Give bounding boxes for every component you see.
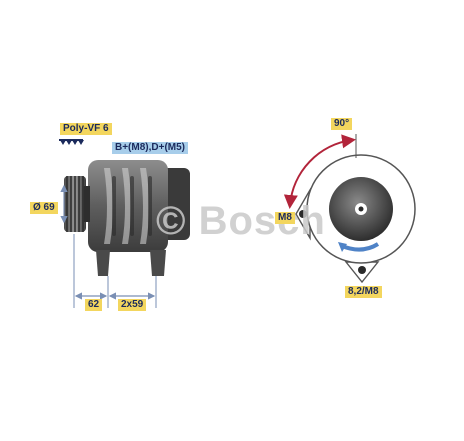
terminals-label: B+(M8),D+(M5) <box>112 142 189 154</box>
angle-arc <box>283 134 356 209</box>
pulley-diameter-label: Ø 69 <box>30 202 58 214</box>
mount-thread-label: M8 <box>275 212 295 224</box>
belt-profile-icon <box>59 139 84 145</box>
extension-lines <box>73 234 157 308</box>
alternator-side-view <box>64 160 190 276</box>
cooling-ribs <box>104 168 149 244</box>
rear-lug <box>150 250 166 276</box>
angle-label: 90° <box>331 118 353 130</box>
bottom-mount-label: 8,2/M8 <box>345 286 382 298</box>
belt-type-label: Poly-VF 6 <box>60 123 112 135</box>
left-mount-hole <box>299 210 307 218</box>
front-lug <box>96 250 110 276</box>
dimension-left-label: 62 <box>85 299 103 311</box>
rotation-arrow <box>341 242 380 252</box>
watermark-text: © Bosch <box>156 199 326 243</box>
bottom-mount-hole <box>358 266 366 274</box>
dimension-right-label: 2x59 <box>118 299 147 311</box>
